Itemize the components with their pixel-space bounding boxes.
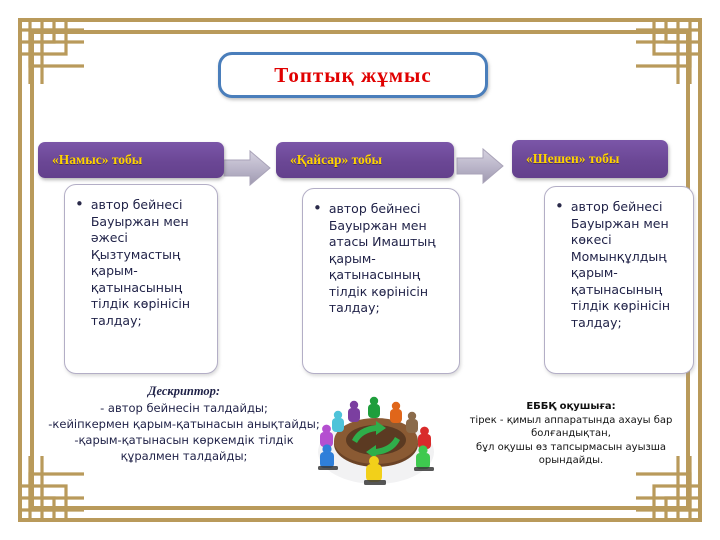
group-card-3: • автор бейнесі Бауыржан мен көкесі Момы… [544,186,694,374]
group-bullet-row-3: • автор бейнесі Бауыржан мен көкесі Момы… [545,187,693,339]
arrow-right-icon-1 [223,149,271,187]
group-header-3[interactable]: «Шешен» тобы [512,140,668,178]
group-bullet-text-1: автор бейнесі Бауыржан мен әжесі Қызтума… [90,197,191,328]
ebbq-lines: тірек - қимыл аппаратында ахауы бар болғ… [469,414,673,467]
frame-border-inner-top [30,30,690,34]
frame-border-inner-bottom [30,506,690,510]
group-header-2[interactable]: «Қайсар» тобы [276,142,454,178]
group-bullet-text-3: автор бейнесі Бауыржан мен көкесі Момынқ… [570,199,671,330]
group-bullet-row-1: • автор бейнесі Бауыржан мен әжесі Қызту… [65,185,217,337]
corner-ornament-icon [636,456,702,522]
group-header-1[interactable]: «Намыс» тобы [38,142,224,178]
slide-title-box: Топтық жұмыс [218,52,488,98]
group-header-label-3: «Шешен» тобы [526,151,620,166]
bullet-icon: • [75,195,84,213]
descriptor-lines: - автор бейнесін талдайды; -кейіпкермен … [48,401,320,463]
descriptor-title: Дескриптор: [147,384,221,398]
group-card-1: • автор бейнесі Бауыржан мен әжесі Қызту… [64,184,218,374]
corner-ornament-icon [18,456,84,522]
group-header-label-1: «Намыс» тобы [52,152,143,167]
arrow-right-icon-2 [456,147,504,185]
frame-border-outer-right [698,18,702,522]
frame-border-outer-left [18,18,22,522]
bullet-icon: • [555,197,564,215]
frame-border-outer-top [18,18,702,22]
corner-ornament-icon [18,18,84,84]
frame-border-inner-left [30,30,34,510]
group-header-label-2: «Қайсар» тобы [290,152,383,167]
group-card-2: • автор бейнесі Бауыржан мен атасы Имашт… [302,188,460,374]
corner-ornament-icon [636,18,702,84]
ebbq-note-block: ЕББҚ оқушыға: тірек - қимыл аппаратында … [452,400,690,468]
frame-border-outer-bottom [18,518,702,522]
page-title: Топтық жұмыс [274,62,432,87]
ebbq-title: ЕББҚ оқушыға: [526,401,616,412]
round-table-discussion-image [318,396,434,485]
group-bullet-text-2: автор бейнесі Бауыржан мен атасы Имаштың… [328,201,436,315]
bullet-icon: • [313,199,322,217]
group-bullet-row-2: • автор бейнесі Бауыржан мен атасы Имашт… [303,189,459,325]
descriptor-block: Дескриптор: - автор бейнесін талдайды; -… [48,383,320,464]
